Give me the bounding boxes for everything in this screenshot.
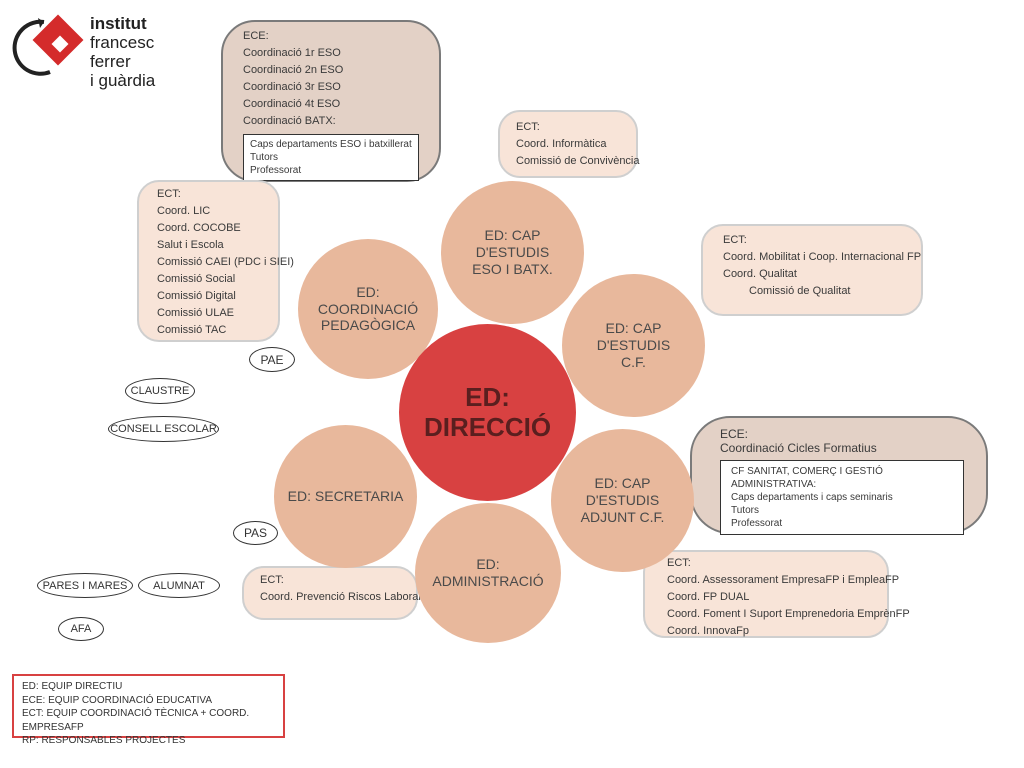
logo-line: ferrer [90, 52, 131, 71]
cap-estudis-adjunt-circle: ED: CAP D'ESTUDIS ADJUNT C.F. [551, 429, 694, 572]
pill-label: PARES I MARES [42, 579, 128, 592]
box-header: ECT: [723, 234, 747, 246]
cap-estudis-cf-circle: ED: CAP D'ESTUDIS C.F. [562, 274, 705, 417]
inner-box: CF SANITAT, COMERÇ I GESTIÓ ADMINISTRATI… [720, 459, 964, 535]
claustre-pill: CLAUSTRE [125, 378, 195, 404]
logo-text: institut francesc ferrer i guàrdia [90, 14, 155, 90]
circle-label: ED: CAP D'ESTUDIS ESO I BATX. [472, 227, 553, 277]
pas-pill: PAS [233, 521, 278, 545]
logo-line: institut [90, 14, 147, 33]
box-subitem: Comissió de Qualitat [749, 285, 851, 298]
inner-item: Tutors [731, 504, 759, 516]
logo-line: francesc [90, 33, 155, 52]
ece-eso-box: ECE: Coordinació 1r ESO Coordinació 2n E… [221, 20, 441, 182]
administracio-circle: ED: ADMINISTRACIÓ [415, 503, 561, 643]
pill-label: AFA [70, 623, 92, 635]
box-header: ECT: [157, 188, 181, 200]
logo-icon [12, 14, 84, 76]
pill-label: PAE [260, 352, 284, 367]
box-header: ECT: [260, 574, 284, 586]
legend: ED: EQUIP DIRECTIU ECE: EQUIP COORDINACI… [12, 674, 285, 746]
box-item: Coord. COCOBE [157, 222, 241, 235]
logo-line: i guàrdia [90, 71, 156, 90]
box-item: Coord. Prevenció Riscos Laborals [260, 591, 427, 604]
pares-i-mares-pill: PARES I MARES [37, 573, 133, 598]
inner-box: Caps departaments ESO i batxillerat Tuto… [243, 134, 419, 182]
box-item: Coord. Informàtica [516, 138, 607, 151]
box-item: Coord. Mobilitat i Coop. Internacional F… [723, 251, 922, 264]
logo [10, 14, 160, 104]
box-item: Coordinació 3r ESO [243, 81, 341, 94]
circle-label: ED: COORDINACIÓ PEDAGÒGICA [317, 283, 419, 334]
circle-label: ED: DIRECCIÓ [423, 381, 552, 442]
box-header: ECE: [243, 30, 269, 42]
inner-item: Professorat [250, 165, 302, 177]
ect-mobilitat-box: ECT: Coord. Mobilitat i Coop. Internacio… [701, 224, 923, 316]
legend-item: ED: EQUIP DIRECTIU [22, 681, 123, 692]
box-item: Comissió Social [157, 273, 236, 286]
inner-title: CF SANITAT, COMERÇ I GESTIÓ ADMINISTRATI… [731, 465, 883, 490]
afa-pill: AFA [58, 617, 104, 641]
ece-cf-box: ECE: Coordinació Cicles Formatius CF SAN… [690, 416, 988, 535]
inner-item: Professorat [731, 517, 783, 529]
cap-estudis-eso-circle: ED: CAP D'ESTUDIS ESO I BATX. [441, 181, 584, 324]
ect-empresa-box: ECT: Coord. Assessorament EmpresaFP i Em… [643, 550, 910, 638]
box-item: Coord. FP DUAL [667, 591, 750, 604]
secretaria-circle: ED: SECRETARIA [274, 425, 417, 568]
inner-item: Caps departaments ESO i batxillerat [250, 139, 412, 151]
coordinacio-pedagogica-circle: ED: COORDINACIÓ PEDAGÒGICA [298, 239, 438, 379]
pill-label: ALUMNAT [153, 579, 205, 592]
box-item: Coord. Foment I Suport Emprenedoria Empr… [667, 608, 910, 621]
pae-pill: PAE [249, 347, 295, 372]
box-item: Salut i Escola [157, 239, 224, 252]
box-item: Coordinació 1r ESO [243, 47, 341, 60]
inner-item: Caps departaments i caps seminaris [731, 491, 893, 503]
box-item: Coord. LIC [157, 205, 211, 218]
box-item: Coordinació 4t ESO [243, 98, 341, 111]
box-item: Coord. Qualitat [723, 268, 797, 281]
box-item: Comissió de Convivència [516, 155, 640, 168]
box-item: Coord. InnovaFp [667, 625, 749, 638]
box-item: Coordinació 2n ESO [243, 64, 344, 77]
direccio-circle: ED: DIRECCIÓ [399, 324, 576, 501]
box-item: Coord. Assessorament EmpresaFP i EmpleaF… [667, 574, 900, 587]
alumnat-pill: ALUMNAT [138, 573, 220, 598]
box-item: Comissió TAC [157, 324, 227, 337]
circle-label: ED: CAP D'ESTUDIS C.F. [596, 320, 671, 370]
box-header: ECE: [720, 427, 749, 441]
legend-item: ECT: EQUIP COORDINACIÓ TÈCNICA + COORD. … [22, 708, 250, 733]
box-header: ECT: [667, 557, 691, 569]
box-title: Coordinació Cicles Formatius [720, 441, 877, 456]
circle-label: ED: SECRETARIA [287, 488, 404, 505]
box-item: Comissió Digital [157, 290, 236, 303]
circle-label: ED: CAP D'ESTUDIS ADJUNT C.F. [580, 475, 665, 525]
legend-item: ECE: EQUIP COORDINACIÓ EDUCATIVA [22, 694, 213, 706]
box-header: ECT: [516, 121, 540, 133]
consell-escolar-pill: CONSELL ESCOLAR [108, 416, 219, 442]
circle-label: ED: ADMINISTRACIÓ [432, 556, 544, 589]
box-item: Comissió ULAE [157, 307, 235, 320]
pill-label: PAS [243, 526, 268, 540]
box-item: Coordinació BATX: [243, 115, 336, 128]
inner-item: Tutors [250, 152, 278, 164]
ect-pedagogica-box: ECT: Coord. LIC Coord. COCOBE Salut i Es… [137, 180, 294, 342]
legend-item: RP: RESPONSABLES PROJECTES [22, 735, 186, 746]
ect-informatica-box: ECT: Coord. Informàtica Comissió de Conv… [498, 110, 640, 178]
pill-label: CONSELL ESCOLAR [110, 423, 217, 435]
ect-prevencio-box: ECT: Coord. Prevenció Riscos Laborals [242, 566, 427, 620]
pill-label: CLAUSTRE [130, 385, 190, 397]
box-item: Comissió CAEI (PDC i SIEI) [157, 256, 294, 269]
